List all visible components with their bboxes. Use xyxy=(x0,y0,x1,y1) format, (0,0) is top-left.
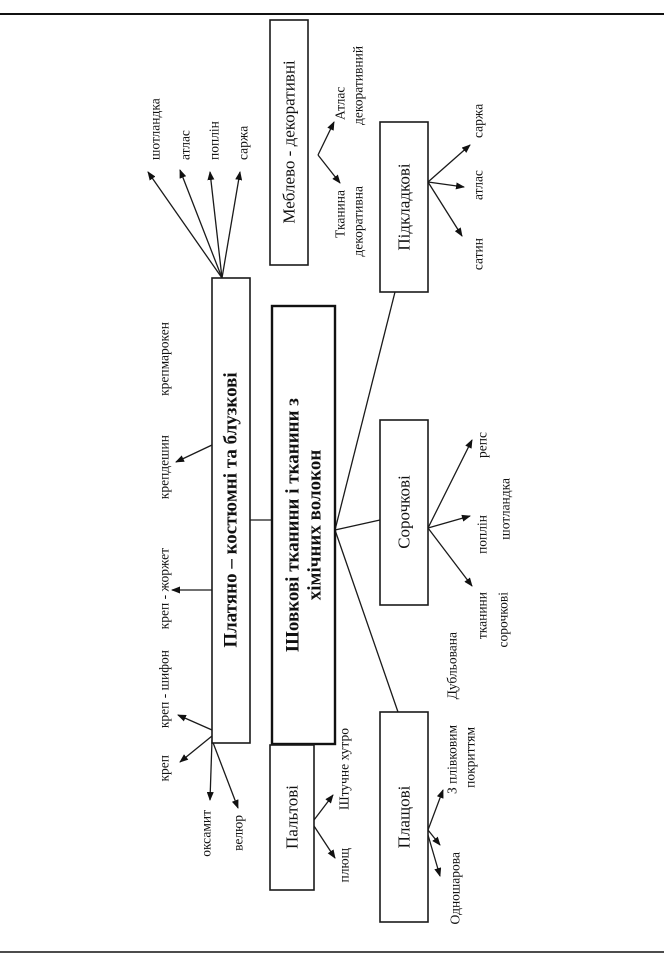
leaf-shtuchne-khutro: Штучне хутро xyxy=(337,728,352,810)
leaf-reps: репс xyxy=(475,432,490,458)
leaf-satyn: сатин xyxy=(471,238,486,270)
arrows-pidkladkovi xyxy=(427,144,471,237)
box-pidkladkovi xyxy=(379,121,429,293)
connector-to-pidkladkovi xyxy=(334,291,396,531)
leaf-krep-shyfon: креп - шифон xyxy=(157,650,172,728)
connector-lines xyxy=(250,291,399,713)
arrows-meblevo xyxy=(317,121,341,184)
leaf-poplin-2: поплін xyxy=(475,515,490,554)
leaf-krep: креп xyxy=(157,755,172,782)
leaf-z-plivkovym-2: покриттям xyxy=(463,727,478,788)
leaf-pliushch: плющ xyxy=(337,847,352,882)
arrows-platsovi xyxy=(427,789,444,877)
box-paltovi xyxy=(269,744,315,891)
leaf-poplin-1: поплін xyxy=(207,121,222,160)
label-platiano: Платяно – костюмні та блузкові xyxy=(221,372,242,647)
leaf-atlas-dekor-1: Атлас xyxy=(333,87,348,120)
label-meblevo: Меблево - декоративні xyxy=(280,60,299,224)
label-central-line1: Шовкові тканини і тканини з xyxy=(283,398,304,652)
box-platiano xyxy=(211,277,251,744)
leaf-sarzha-1: саржа xyxy=(236,126,251,160)
leaf-shotlandka-2: шотландка xyxy=(498,478,513,540)
box-meblevo xyxy=(269,19,309,266)
label-paltovi: Пальтові xyxy=(283,785,302,849)
leaf-tkanyny-sorochkovi-1: тканини xyxy=(475,592,490,639)
label-central-line2: хімічних волокон xyxy=(305,450,326,601)
leaf-z-plivkovym-1: З плівковим xyxy=(445,725,460,794)
leaf-oksamyt: оксамит xyxy=(199,810,214,857)
leaf-krep-zhorzhet: креп - жоржет xyxy=(157,548,172,629)
box-sorochkovi xyxy=(379,419,429,606)
leaf-tkanyna-dekor-2: декоративна xyxy=(351,186,366,257)
connector-to-sorochkovi xyxy=(334,519,381,531)
arrows-platiano-top xyxy=(147,169,243,279)
leaf-krepmaroken: крепмарокен xyxy=(157,322,172,396)
box-platsovi xyxy=(379,711,429,923)
leaf-dublovana: Дубльована xyxy=(445,632,460,699)
label-sorochkovi: Сорочкові xyxy=(395,475,414,549)
arrows-platiano-bottom xyxy=(171,444,239,809)
leaf-atlas-dekor-2: декоративний xyxy=(351,46,366,125)
leaf-tkanyny-sorochkovi-2: сорочкові xyxy=(496,592,511,648)
label-pidkladkovi: Підкладкові xyxy=(395,163,414,251)
leaf-krepdeshyn: крепдешин xyxy=(157,435,172,499)
connector-to-platsovi xyxy=(334,529,399,713)
label-platsovi: Плащові xyxy=(395,785,414,848)
leaf-veliur: велюр xyxy=(231,815,246,851)
leaf-shotlandka-1: шотландка xyxy=(148,98,163,160)
leaf-tkanyna-dekor-1: Тканина xyxy=(333,190,348,238)
leaf-odnosharova: Одношарова xyxy=(448,852,463,925)
leaf-sarzha-2: саржа xyxy=(471,104,486,138)
leaf-atlas-2: атлас xyxy=(471,170,486,200)
leaf-atlas-1: атлас xyxy=(178,130,193,160)
box-central xyxy=(270,304,337,746)
arrows-paltovi xyxy=(313,794,336,859)
arrows-sorochkovi xyxy=(427,439,473,587)
